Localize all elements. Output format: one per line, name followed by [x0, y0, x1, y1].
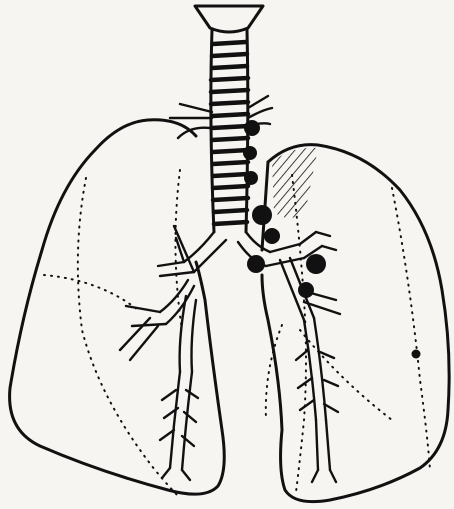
lymph-node	[244, 171, 258, 185]
lymph-node	[247, 255, 265, 273]
lymph-node	[306, 254, 326, 274]
right-lung-outline	[10, 120, 225, 494]
trachea	[211, 30, 248, 232]
fissure-lines	[44, 170, 430, 498]
lymph-node	[244, 120, 260, 136]
lymph-node	[264, 228, 280, 244]
trachea-rings	[211, 42, 248, 224]
larynx	[195, 6, 263, 32]
lymph-node	[298, 282, 314, 298]
hatched-lesion	[272, 148, 318, 218]
lymph-node	[252, 205, 272, 225]
peripheral-nodule	[412, 350, 421, 359]
lymph-node	[243, 146, 257, 160]
